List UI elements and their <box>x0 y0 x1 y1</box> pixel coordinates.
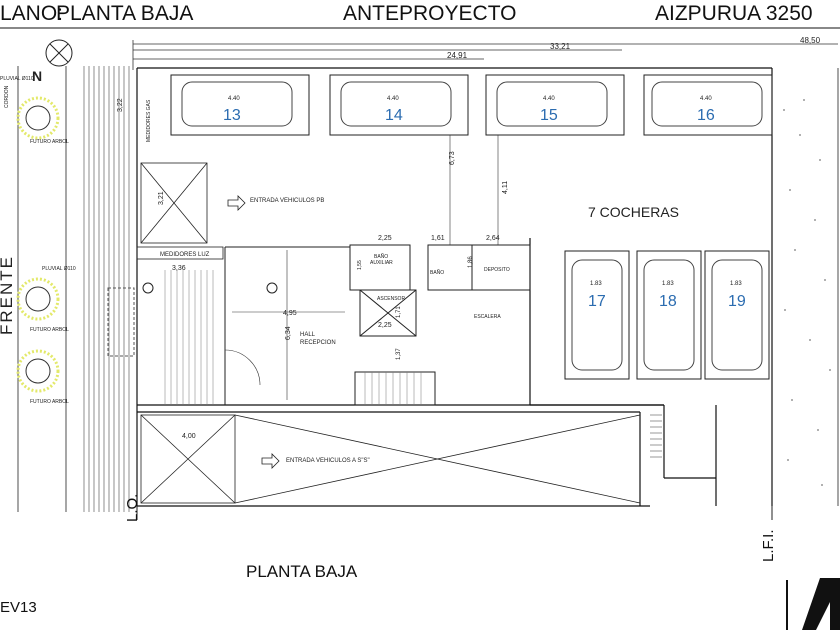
ramp-subsoil <box>140 414 641 504</box>
hatched-band <box>164 270 214 405</box>
dim-4-11: 4,11 <box>502 181 509 194</box>
parking-space-15: 15 4.40 <box>485 74 625 136</box>
frente-label: FRENTE <box>0 255 16 335</box>
stage-label: ANTEPROYECTO <box>343 2 517 25</box>
bano-aux-label: BAÑO <box>374 253 388 260</box>
dim-2-64: 2,64 <box>486 235 500 242</box>
arrow-right-icon <box>227 195 246 211</box>
parking-space-14: 14 4.40 <box>329 74 469 136</box>
dim-1-55: 1,55 <box>357 260 363 270</box>
cocheras-label: 7 COCHERAS <box>588 204 679 220</box>
pluvial-mid-label: PLUVIAL Ø110 <box>42 266 76 272</box>
medidores-gas-label: MEDIDORES GAS <box>146 99 152 142</box>
deposito-label: DEPOSITO <box>484 267 510 273</box>
parking-space-19: 19 1.83 <box>704 250 770 380</box>
tree-icon <box>16 96 60 140</box>
dim-3-21: 3,21 <box>158 191 165 205</box>
parking-width: 1.83 <box>730 281 742 287</box>
parking-space-13: 13 4.40 <box>170 74 310 136</box>
parking-number: 15 <box>540 107 558 124</box>
sheet-number: EV13 <box>0 599 37 616</box>
dim-33-21: 33,21 <box>550 42 571 51</box>
parking-number: 19 <box>728 293 746 310</box>
dim-4-00: 4,00 <box>182 433 196 440</box>
recepcion-label: RECEPCION <box>300 340 336 346</box>
sidewalk-hatch <box>83 66 130 512</box>
parking-width: 4.40 <box>228 96 240 102</box>
escalera-label: ESCALERA <box>474 314 501 320</box>
futuro-arbol-2: FUTURO ARBOL <box>30 327 69 333</box>
parking-number: 18 <box>659 293 677 310</box>
dim-1-71: 1,71 <box>396 306 402 318</box>
tree-icon <box>16 349 60 393</box>
lo-label: L.O. <box>124 493 141 522</box>
building-outline <box>136 67 773 507</box>
ascensor-label: ASCENSOR <box>377 296 405 302</box>
parking-width: 1.83 <box>590 281 602 287</box>
dim-2-25-b: 2,25 <box>378 322 392 329</box>
north-label: N <box>32 68 42 84</box>
address-label: AIZPURUA 3250 <box>655 2 813 25</box>
medidores-luz-label: MEDIDORES LUZ <box>160 252 210 258</box>
parking-width: 4.40 <box>700 96 712 102</box>
futuro-arbol-3: FUTURO ARBOL <box>30 399 69 405</box>
footer-title: PLANTA BAJA <box>246 562 358 581</box>
pluvial-top-label: PLUVIAL Ø110 <box>0 76 34 82</box>
parking-number: 17 <box>588 293 606 310</box>
stairs-core <box>364 372 422 405</box>
dim-3-36: 3,36 <box>172 265 186 272</box>
auxiliar-label: AUXILIAR <box>370 260 393 266</box>
parking-number: 16 <box>697 107 715 124</box>
parking-space-16: 16 4.40 <box>643 74 773 136</box>
stairs-right <box>650 414 662 458</box>
plano-label: LANO: <box>0 2 64 25</box>
futuro-arbol-1: FUTURO ARBOL <box>30 139 69 145</box>
dim-24-91: 24,91 <box>447 51 468 60</box>
logo-icon <box>802 578 840 630</box>
lfi-label: L.F.I. <box>760 529 777 562</box>
entrada-pb-label: ENTRADA VEHICULOS PB <box>250 198 324 204</box>
entrada-ss-label: ENTRADA VEHICULOS A S"S" <box>286 458 370 464</box>
dim-3-22: 3,22 <box>117 98 124 112</box>
hall-label: HALL <box>300 332 316 338</box>
dim-1-86: 1,86 <box>468 256 474 268</box>
parking-width: 4.40 <box>543 96 555 102</box>
ramp-pb <box>140 162 208 244</box>
parking-number: 14 <box>385 107 403 124</box>
cordon-label: CORDON <box>4 85 10 108</box>
parking-number: 13 <box>223 107 241 124</box>
north-arrow-icon <box>45 39 73 67</box>
dim-6-73: 6,73 <box>449 151 456 165</box>
bano-label: BAÑO <box>430 269 444 276</box>
dim-48-50: 48,50 <box>800 36 821 45</box>
dim-4-95: 4,95 <box>283 310 297 317</box>
core-rooms <box>349 244 531 406</box>
logo-divider <box>786 580 788 630</box>
plano-value: PLANTA BAJA <box>56 2 194 25</box>
tree-icon <box>16 277 60 321</box>
parking-space-18: 18 1.83 <box>636 250 702 380</box>
dim-1-61: 1,61 <box>431 235 445 242</box>
parking-space-17: 17 1.83 <box>564 250 630 380</box>
parking-width: 4.40 <box>387 96 399 102</box>
dim-2-25-a: 2,25 <box>378 235 392 242</box>
arrow-right-icon <box>261 453 280 469</box>
dim-6-34: 6,34 <box>285 326 292 340</box>
garden-strip <box>783 99 831 486</box>
parking-width: 1.83 <box>662 281 674 287</box>
dim-1-37: 1,37 <box>396 348 402 360</box>
